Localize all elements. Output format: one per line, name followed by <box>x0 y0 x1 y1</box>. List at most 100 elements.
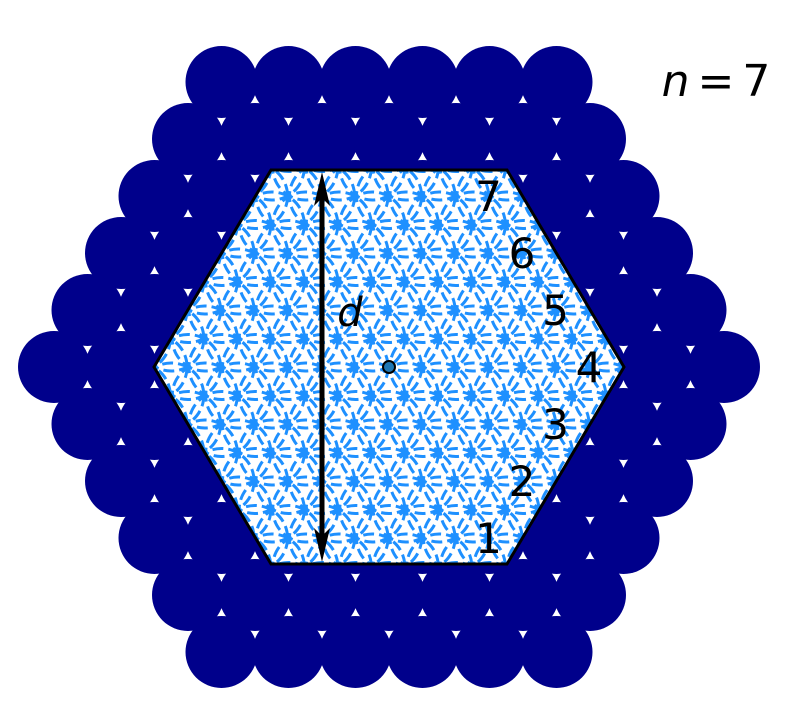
outer-disk <box>118 502 191 574</box>
d-label: d <box>337 290 363 336</box>
inner-dashed-circle <box>438 532 507 564</box>
hexagon-outline <box>152 168 626 566</box>
outer-disk <box>554 217 626 289</box>
inner-dashed-circle <box>405 170 474 202</box>
outer-disk <box>654 388 727 460</box>
inner-dashed-circle <box>371 170 440 202</box>
outer-disk <box>386 616 459 688</box>
outer-disk <box>319 616 392 688</box>
inner-dashed-circle <box>388 170 457 174</box>
inner-dashed-circle <box>455 170 524 174</box>
inner-dashed-circle <box>271 170 340 202</box>
outer-disk <box>18 331 90 403</box>
outer-disk <box>453 46 526 118</box>
outer-disk <box>319 46 392 118</box>
outer-disk <box>554 559 626 631</box>
outer-disk <box>386 46 459 118</box>
outer-disk <box>587 160 660 232</box>
outer-disk <box>520 502 593 574</box>
row-label-6: 6 <box>509 229 536 278</box>
outer-disk <box>118 388 191 460</box>
outer-disk <box>487 559 559 631</box>
inner-dashed-circle <box>304 170 373 202</box>
outer-disk <box>587 502 660 574</box>
outer-disk <box>85 331 157 403</box>
outer-disk <box>185 46 258 118</box>
inner-dashed-circle <box>472 170 541 202</box>
outer-disk <box>554 103 626 175</box>
outer-disk <box>621 445 693 517</box>
outer-disk <box>51 274 124 346</box>
outer-disk <box>420 559 492 631</box>
inner-dashed-circle <box>321 560 390 564</box>
row-label-1: 1 <box>475 514 502 563</box>
inner-dashed-circle <box>455 560 524 564</box>
outer-disk <box>219 103 291 175</box>
inner-dashed-circle <box>287 170 357 174</box>
outer-disk <box>152 217 224 289</box>
outer-disk <box>185 160 258 232</box>
outer-disk <box>286 559 358 631</box>
outer-disk <box>152 559 224 631</box>
outer-disk <box>520 46 593 118</box>
outer-disk <box>621 331 693 403</box>
outer-disk <box>185 502 258 574</box>
outer-disk <box>353 103 425 175</box>
inner-dashed-circle <box>321 170 390 174</box>
outer-disk <box>118 160 191 232</box>
inner-dashed-circle <box>421 560 491 564</box>
row-label-7: 7 <box>475 172 502 221</box>
outer-disk <box>353 559 425 631</box>
outer-disk <box>621 217 693 289</box>
outer-disk <box>453 616 526 688</box>
outer-disk <box>152 445 224 517</box>
inner-dashed-circle <box>371 532 440 564</box>
inner-dashed-circle <box>287 560 357 564</box>
inner-dashed-circle <box>254 170 323 174</box>
d-arrow-head-top <box>314 172 330 206</box>
outer-disk <box>688 331 760 403</box>
outer-disk <box>85 217 157 289</box>
inner-dashed-circle <box>354 560 424 564</box>
row-label-2: 2 <box>509 457 536 506</box>
outer-disk <box>185 616 258 688</box>
outer-disk <box>520 160 593 232</box>
inner-dashed-circle <box>421 170 491 174</box>
outer-disk <box>286 103 358 175</box>
center-marker <box>382 360 396 374</box>
outer-disk <box>152 103 224 175</box>
row-label-5: 5 <box>542 286 569 335</box>
inner-dashed-circle <box>304 532 373 564</box>
d-arrow <box>314 172 330 562</box>
inner-dashed-circle <box>338 170 407 202</box>
inner-dashed-circle <box>254 560 323 564</box>
outer-disk <box>420 103 492 175</box>
n-label: n=7 <box>662 56 771 107</box>
inner-dashed-circle <box>405 532 474 564</box>
inner-dashed-circle <box>388 560 457 564</box>
outer-disk <box>219 559 291 631</box>
outer-disk <box>554 445 626 517</box>
row-label-3: 3 <box>542 400 569 449</box>
outer-disk <box>85 445 157 517</box>
row-label-4: 4 <box>576 343 603 392</box>
outer-disk <box>118 274 191 346</box>
outer-disk <box>51 388 124 460</box>
inner-dashed-circle <box>338 532 407 564</box>
outer-disk <box>520 616 593 688</box>
inner-dashed-circle <box>237 532 306 564</box>
inner-dashed-circle <box>472 532 541 564</box>
inner-dashed-circle <box>237 170 306 202</box>
outer-disk <box>487 103 559 175</box>
outer-disk <box>252 616 325 688</box>
inner-dashed-circle <box>354 170 424 174</box>
inner-dashed-circle <box>438 170 507 202</box>
d-arrow-head-bottom <box>314 528 330 562</box>
outer-disk <box>587 388 660 460</box>
outer-disk <box>654 274 727 346</box>
inner-dashed-circle <box>271 532 340 564</box>
outer-disk <box>252 46 325 118</box>
